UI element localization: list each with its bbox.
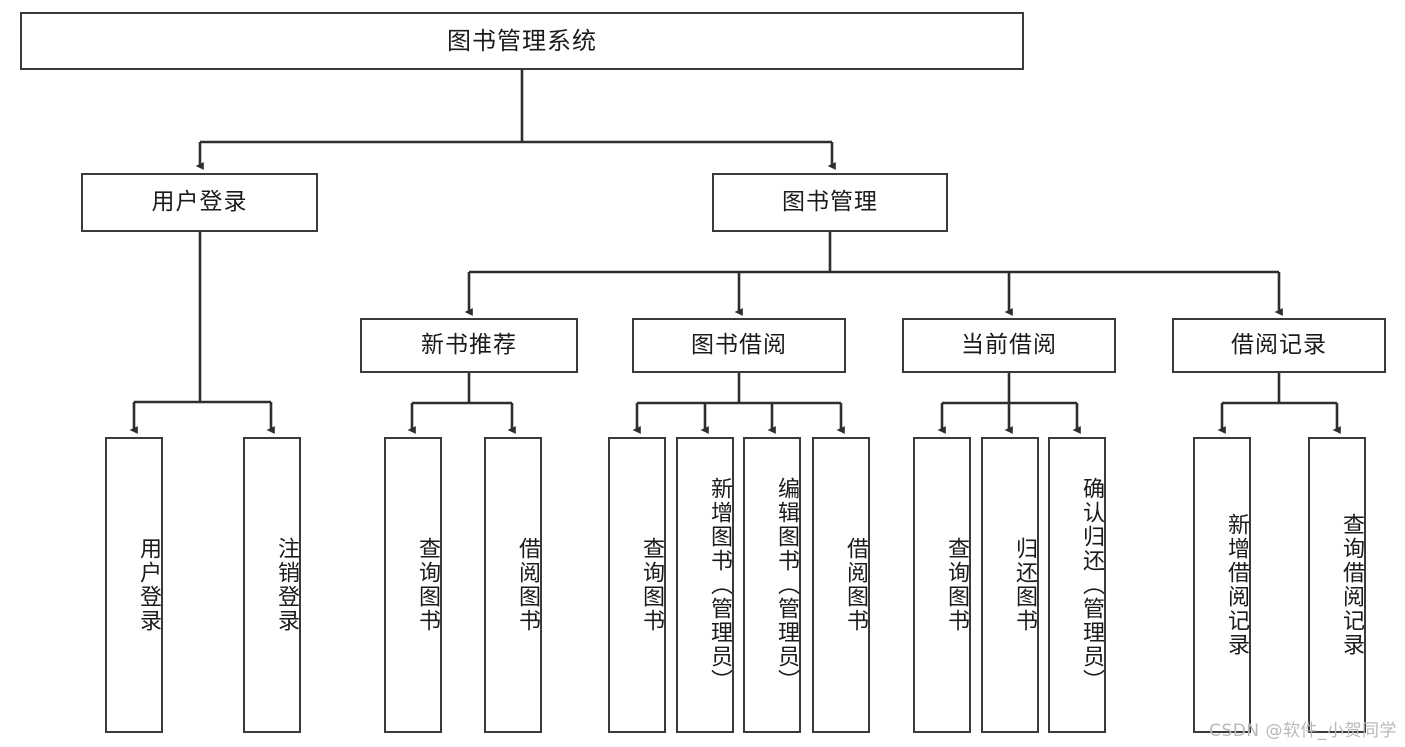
node-label: 图书管理 bbox=[782, 188, 878, 215]
node-book-management[interactable]: 图书管理 bbox=[712, 173, 948, 232]
node-label: 查询图书 bbox=[944, 537, 969, 633]
node-label: 借阅记录 bbox=[1231, 331, 1327, 358]
leaf-current-borrow-confirm-return-admin[interactable]: 确认归还（管理员） bbox=[1048, 437, 1106, 733]
node-label: 确认归还（管理员） bbox=[1079, 477, 1104, 693]
leaf-borrow-record-query-record[interactable]: 查询借阅记录 bbox=[1308, 437, 1366, 733]
leaf-new-book-query-book[interactable]: 查询图书 bbox=[384, 437, 442, 733]
leaf-book-borrow-query-book[interactable]: 查询图书 bbox=[608, 437, 666, 733]
node-label: 借阅图书 bbox=[843, 537, 868, 633]
node-label: 查询图书 bbox=[415, 537, 440, 633]
node-label: 新增借阅记录 bbox=[1224, 513, 1249, 657]
node-label: 归还图书 bbox=[1012, 537, 1037, 633]
leaf-book-borrow-edit-book-admin[interactable]: 编辑图书（管理员） bbox=[743, 437, 801, 733]
leaf-book-borrow-add-book-admin[interactable]: 新增图书（管理员） bbox=[676, 437, 734, 733]
node-new-book-recommend[interactable]: 新书推荐 bbox=[360, 318, 578, 373]
node-label: 图书管理系统 bbox=[447, 26, 597, 55]
node-label: 当前借阅 bbox=[961, 331, 1057, 358]
leaf-borrow-record-add-record[interactable]: 新增借阅记录 bbox=[1193, 437, 1251, 733]
leaf-user-login-logout[interactable]: 注销登录 bbox=[243, 437, 301, 733]
leaf-current-borrow-query-book[interactable]: 查询图书 bbox=[913, 437, 971, 733]
node-label: 图书借阅 bbox=[691, 331, 787, 358]
leaf-user-login-login[interactable]: 用户登录 bbox=[105, 437, 163, 733]
node-label: 查询图书 bbox=[639, 537, 664, 633]
node-book-borrow[interactable]: 图书借阅 bbox=[632, 318, 846, 373]
node-user-login[interactable]: 用户登录 bbox=[81, 173, 318, 232]
node-borrow-record[interactable]: 借阅记录 bbox=[1172, 318, 1386, 373]
node-root-book-management-system[interactable]: 图书管理系统 bbox=[20, 12, 1024, 70]
node-current-borrow[interactable]: 当前借阅 bbox=[902, 318, 1116, 373]
node-label: 用户登录 bbox=[151, 188, 248, 215]
csdn-watermark: CSDN @软件_小贺同学 bbox=[1209, 721, 1397, 741]
node-label: 用户登录 bbox=[136, 537, 161, 633]
node-label: 注销登录 bbox=[274, 537, 299, 633]
leaf-book-borrow-borrow-book[interactable]: 借阅图书 bbox=[812, 437, 870, 733]
node-label: 新书推荐 bbox=[421, 331, 517, 358]
leaf-new-book-borrow-book[interactable]: 借阅图书 bbox=[484, 437, 542, 733]
leaf-current-borrow-return-book[interactable]: 归还图书 bbox=[981, 437, 1039, 733]
node-label: 查询借阅记录 bbox=[1339, 513, 1364, 657]
node-label: 借阅图书 bbox=[515, 537, 540, 633]
node-label: 编辑图书（管理员） bbox=[774, 477, 799, 693]
node-label: 新增图书（管理员） bbox=[707, 477, 732, 693]
